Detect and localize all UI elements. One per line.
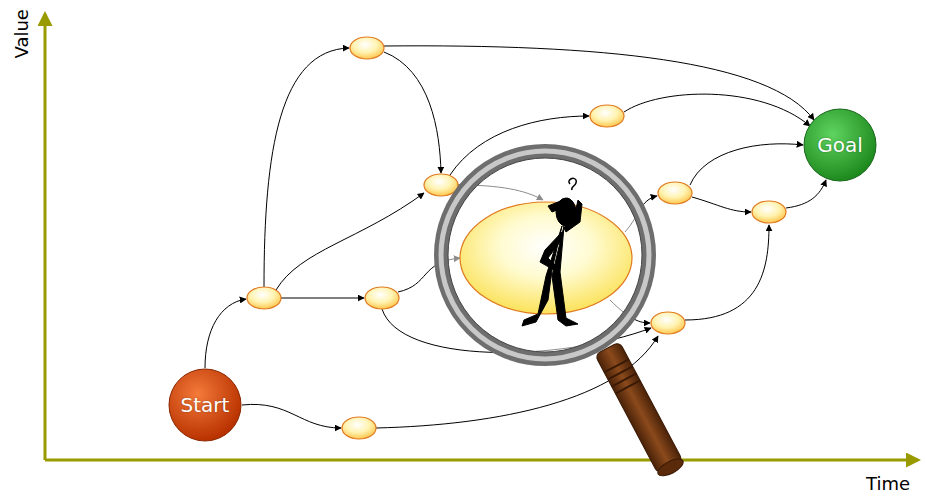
milestone: [365, 287, 399, 309]
value-axis: [44, 14, 47, 460]
figure-arm: [564, 200, 582, 232]
axes: [45, 14, 918, 460]
lens-rim-highlight: [441, 151, 649, 359]
time-axis: [45, 459, 918, 462]
milestone: [590, 105, 624, 127]
axis-label: Time: [866, 473, 910, 495]
handle-cap: [655, 456, 685, 480]
milestone: [658, 182, 692, 204]
lens-inner-edge: [448, 158, 642, 352]
goal-circle: Goal: [803, 108, 877, 182]
axis-label: Value: [11, 9, 33, 58]
magnifying-glass: [441, 151, 686, 479]
milestone: [342, 417, 376, 439]
path-arrow: [624, 94, 810, 126]
path-arrow: [384, 52, 441, 173]
handle: [595, 342, 683, 474]
handle-ring: [615, 380, 640, 393]
start-circle: Start: [168, 368, 242, 442]
node-label: Goal: [817, 133, 863, 157]
path-arrow: [281, 298, 364, 299]
path-arrow: [692, 197, 751, 212]
circle-fill: [169, 369, 241, 441]
circle-fill: [804, 109, 876, 181]
thought-squiggle: [569, 178, 576, 190]
glass-handle: [595, 342, 686, 480]
milestone: [651, 312, 685, 334]
milestone: [424, 174, 458, 196]
path-arrow: [242, 404, 341, 428]
path-arrow: [690, 144, 803, 185]
path-arrow: [264, 48, 349, 287]
figure-arm: [540, 232, 562, 270]
node-label: Start: [181, 393, 230, 417]
milestones: [247, 37, 786, 439]
milestone: [350, 37, 384, 59]
path-arrow: [276, 193, 424, 290]
path-arrow: [786, 180, 826, 208]
figure-cap: [548, 198, 572, 212]
lens-rim: [441, 151, 649, 359]
path-arrow: [205, 299, 246, 368]
milestone: [247, 287, 281, 309]
stick-figure: [522, 178, 582, 326]
path-arrows: [205, 46, 826, 428]
path-arrow: [685, 225, 769, 320]
milestone: [752, 201, 786, 223]
